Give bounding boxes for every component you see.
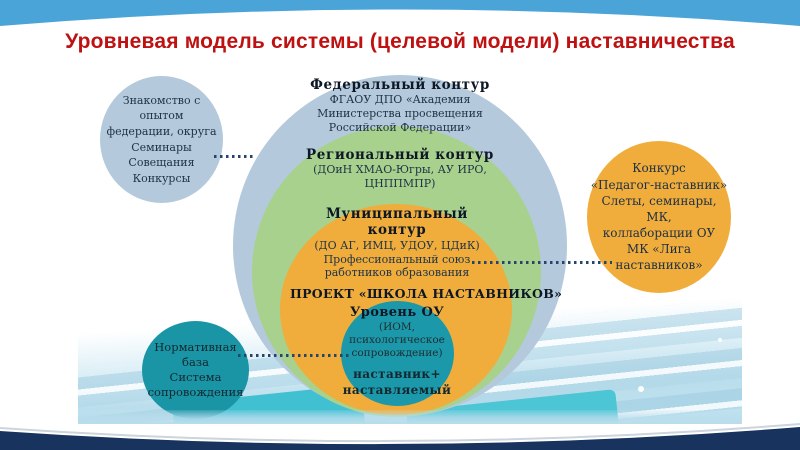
federal-activities-circle: Знакомство с опытом федерации, округа Се… (100, 76, 223, 203)
regional-line: (ДОиН ХМАО-Югры, АУ ИРО, (313, 163, 487, 177)
slide-title: Уровневая модель системы (целевой модели… (65, 30, 735, 53)
federal-line: Министерства просвещения (317, 107, 483, 121)
satellite-line: Слеты, семинары, МК, (601, 193, 717, 224)
federal-line: Российской Федерации» (328, 120, 472, 134)
regional-line: ЦНППМПР) (364, 177, 436, 191)
municipal-level-text: Муниципальный контур (ДО АГ, ИМЦ, УДОУ, … (290, 206, 563, 301)
sparkle-dot (718, 338, 722, 342)
ou-line: (ИОМ, (379, 320, 415, 333)
ou-level-text: Уровень ОУ (ИОМ, психологическое сопрово… (317, 305, 477, 398)
satellite-line: Система (169, 370, 222, 384)
satellite-line: Совещания (128, 156, 195, 170)
regional-level-text: Региональный контур (ДОиН ХМАО-Югры, АУ … (280, 147, 520, 191)
satellite-line: Конкурс (632, 161, 686, 176)
municipal-activities-circle: Конкурс «Педагог-наставник» Слеты, семин… (587, 141, 731, 293)
municipal-heading: контур (367, 222, 427, 239)
water-texture-overlay (78, 410, 742, 424)
ou-heading: Уровень ОУ (349, 305, 445, 320)
regional-heading: Региональный контур (306, 147, 494, 163)
ou-line: сопровождение) (351, 346, 443, 359)
satellite-line: Семинары (131, 140, 192, 154)
connector-bottom-dotted-line (238, 354, 352, 357)
satellite-line: коллаборации ОУ (602, 226, 716, 241)
satellite-line: федерации, округа (106, 124, 217, 138)
satellite-line: Нормативная (154, 340, 237, 355)
ou-support-circle: Нормативная база Система сопровождения (142, 321, 249, 419)
satellite-line: Конкурсы (132, 171, 191, 185)
mentor-pair-line: наставник+ (353, 366, 441, 381)
federal-heading: Федеральный контур (310, 77, 490, 93)
satellite-line: Знакомство с опытом (122, 93, 201, 123)
satellite-line: база (182, 355, 209, 370)
municipal-line: (ДО АГ, ИМЦ, УДОУ, ЦДиК) (314, 238, 480, 252)
mentor-pair-line: наставляемый (342, 382, 452, 397)
satellite-line: МК «Лига наставников» (615, 242, 703, 273)
federal-level-text: Федеральный контур ФГАОУ ДПО «Академия М… (270, 77, 530, 134)
federal-line: ФГАОУ ДПО «Академия (329, 93, 471, 107)
project-school-of-mentors-label: ПРОЕКТ «ШКОЛА НАСТАВНИКОВ» (290, 285, 563, 301)
municipal-line: работников образования (324, 266, 470, 280)
municipal-heading: Муниципальный (325, 206, 468, 222)
sparkle-dot (638, 386, 644, 392)
municipal-line: Профессиональный союз (323, 252, 471, 266)
satellite-line: «Педагог-наставник» (590, 177, 728, 192)
connector-left-dotted-line (214, 155, 255, 158)
ou-line: психологическое (349, 333, 445, 346)
satellite-line: сопровождения (147, 384, 244, 399)
ou-level-circle (341, 301, 454, 406)
connector-right-dotted-line (472, 261, 612, 264)
